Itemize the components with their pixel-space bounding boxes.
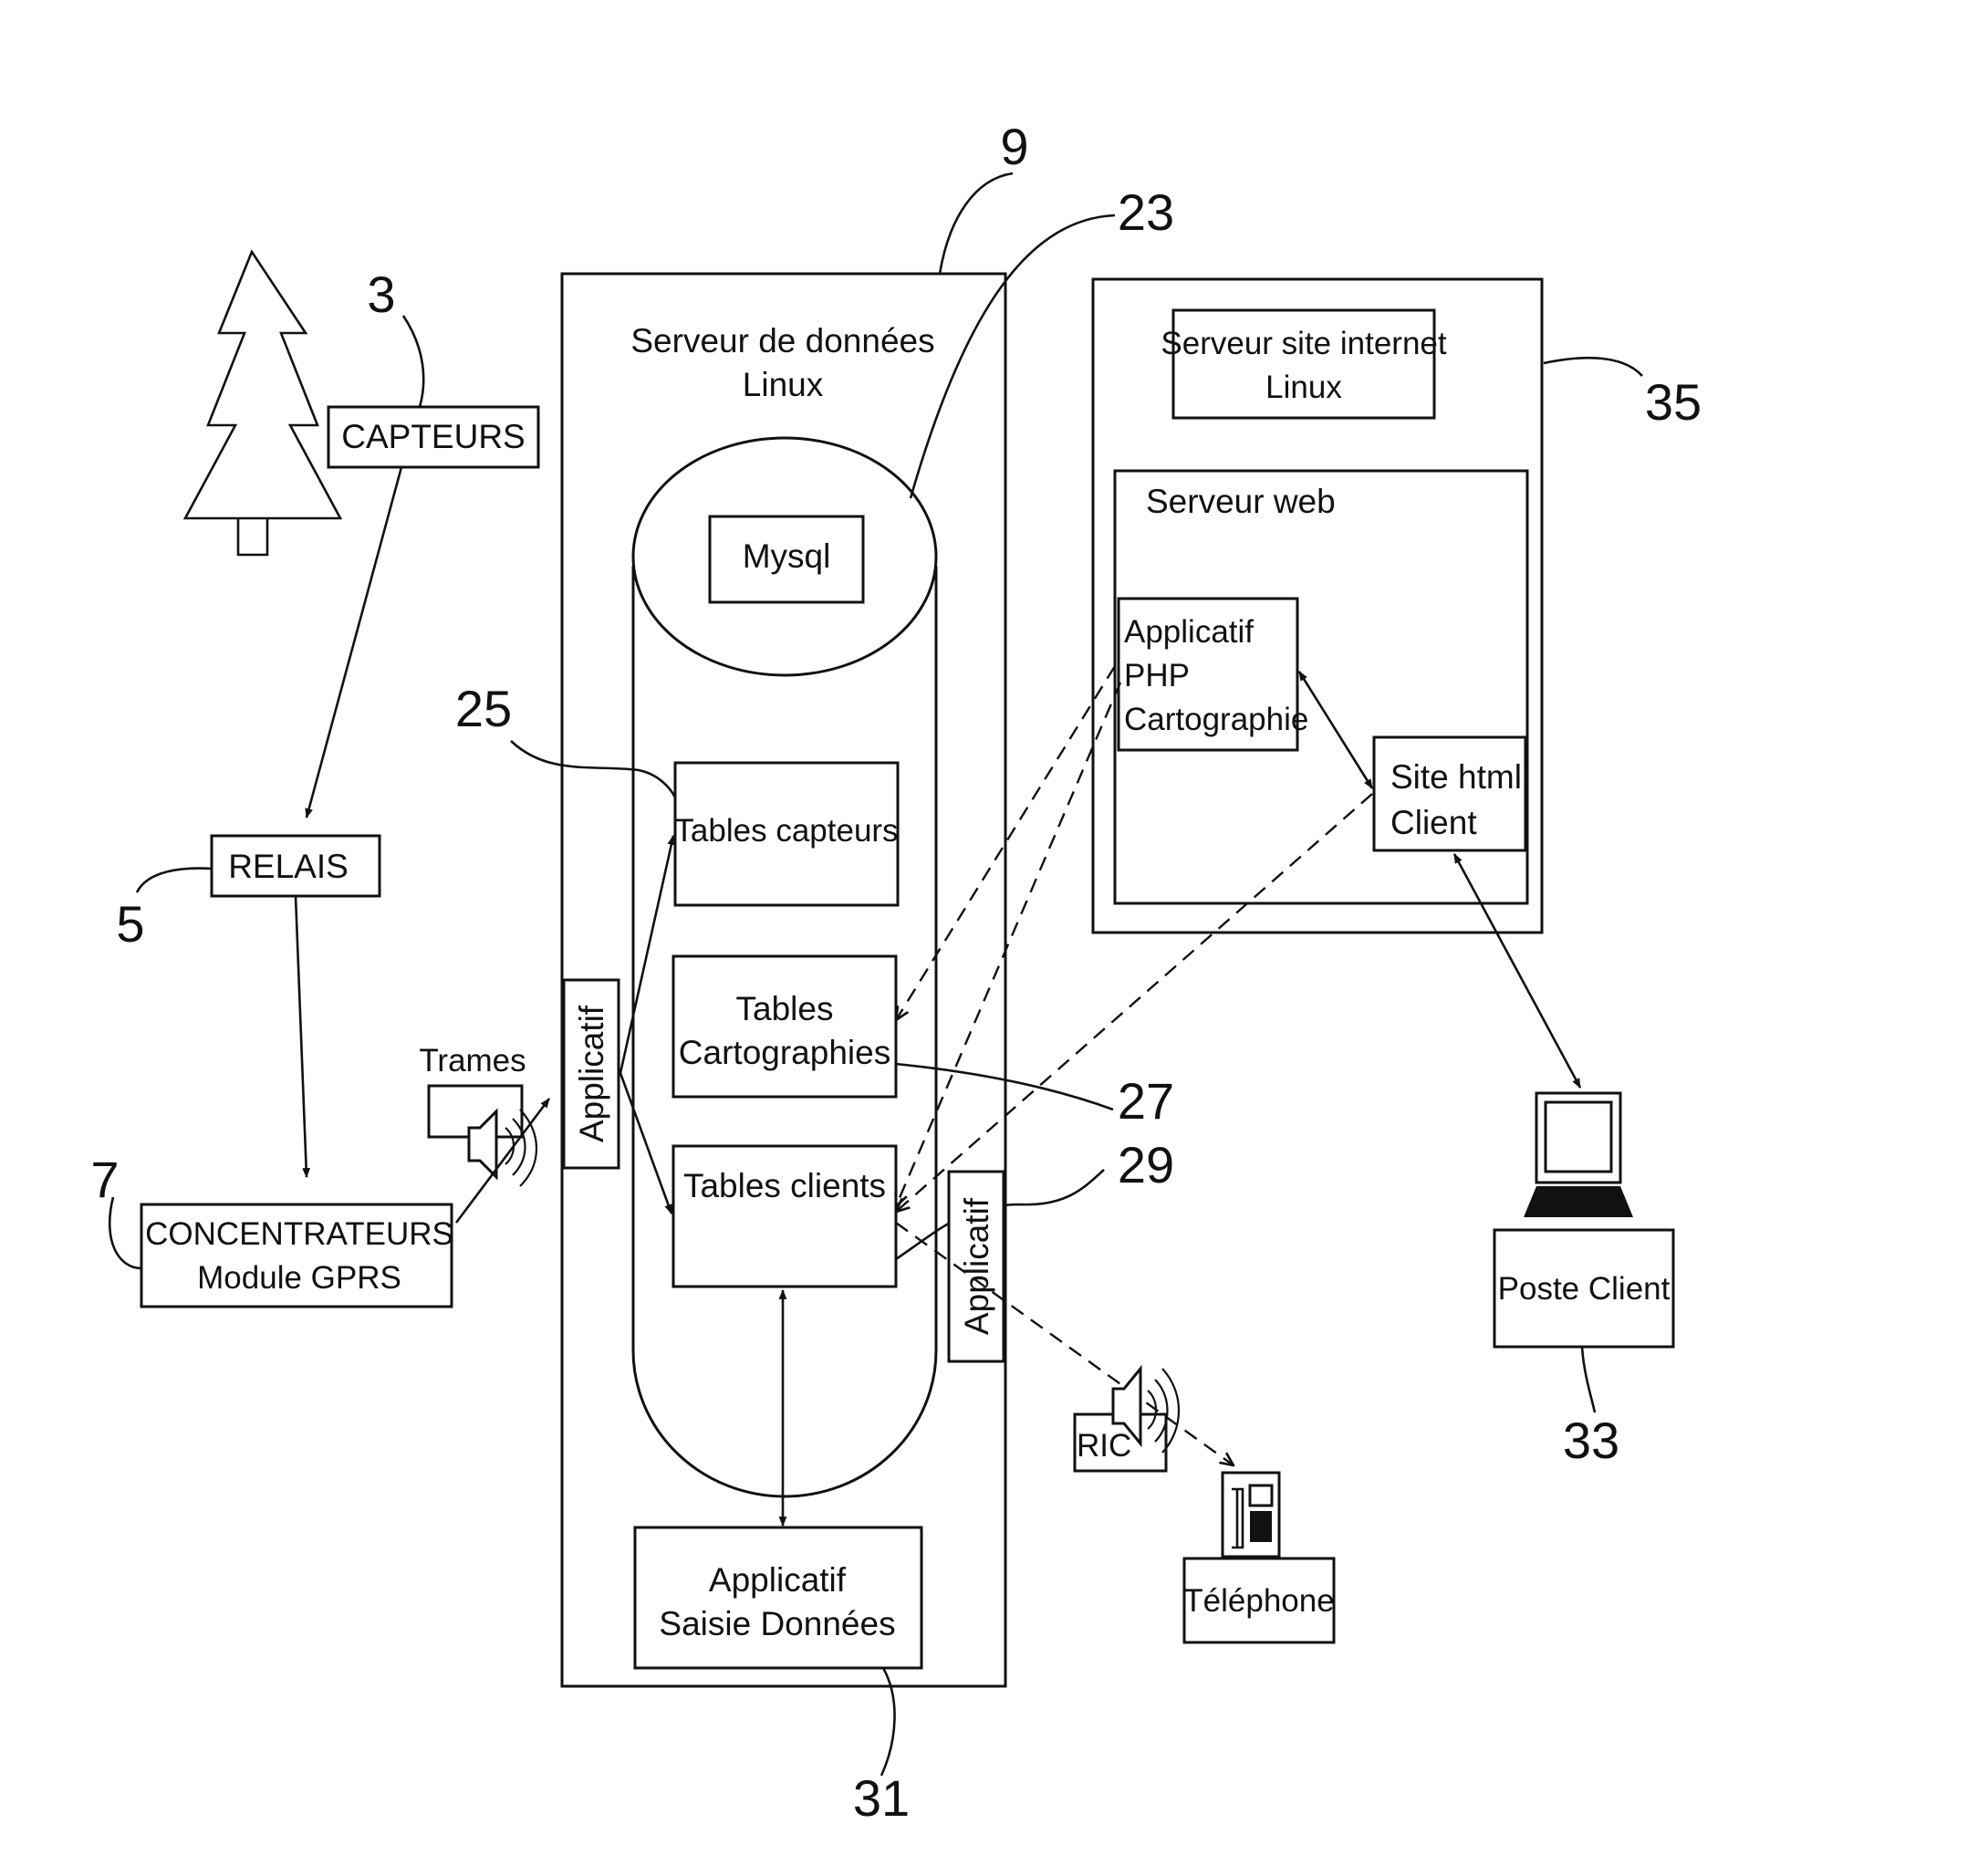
saisie-label-2: Saisie Données (659, 1605, 895, 1642)
ref-3: 3 (367, 266, 395, 323)
php-label-3: Cartographie (1124, 702, 1308, 737)
ref-35: 35 (1645, 373, 1702, 431)
ref-23: 23 (1118, 183, 1174, 241)
telephone-label: Téléphone (1183, 1583, 1334, 1619)
site-html-label-1: Site html (1390, 758, 1522, 796)
relais-label: RELAIS (228, 848, 349, 885)
ref-29: 29 (1118, 1136, 1174, 1193)
capteurs-label: CAPTEURS (341, 418, 525, 455)
concentrateurs-box: CONCENTRATEURS Module GPRS (141, 1204, 453, 1307)
tables-cartographies-box: Tables Cartographies (673, 956, 896, 1097)
applicatif-left-label: Applicatif (573, 1005, 610, 1142)
arrow-applicatif-tables-capteurs (620, 836, 673, 1073)
ref-9: 9 (1000, 118, 1028, 175)
dashed-clients-to-telephone (896, 1223, 1234, 1465)
poste-client-box: Poste Client (1494, 1230, 1673, 1347)
leader-31 (881, 1668, 895, 1776)
arrow-site-html-poste (1454, 854, 1580, 1088)
leader-5 (137, 869, 212, 892)
leader-3 (403, 316, 423, 407)
serveur-site-label-1: Serveur site internet (1161, 326, 1446, 361)
ref-31: 31 (853, 1769, 910, 1827)
leader-33 (1582, 1347, 1595, 1412)
applicatif-right-label: Applicatif (958, 1197, 995, 1335)
concentrateurs-label-1: CONCENTRATEURS (145, 1216, 453, 1252)
tree-icon (185, 252, 340, 555)
applicatif-php-box: Applicatif PHP Cartographie (1119, 599, 1308, 750)
trames-label: Trames (419, 1043, 526, 1079)
applicatif-left-box: Applicatif (564, 980, 619, 1168)
dashed-php-to-clients (896, 683, 1120, 1206)
poste-client-label: Poste Client (1498, 1271, 1671, 1307)
saisie-donnees-box: Applicatif Saisie Données (635, 1527, 921, 1668)
computer-monitor-icon (1524, 1093, 1633, 1217)
arrow-relais-concentrateurs (296, 896, 307, 1177)
leader-9 (940, 173, 1013, 274)
tables-clients-box: Tables clients (673, 1146, 896, 1287)
data-server-title-1: Serveur de données (630, 322, 934, 360)
tables-clients-label: Tables clients (683, 1167, 886, 1204)
site-html-label-2: Client (1390, 804, 1477, 841)
tables-capteurs-box: Tables capteurs (674, 763, 898, 905)
telephone-icon (1223, 1473, 1279, 1557)
php-label-1: Applicatif (1124, 614, 1254, 650)
leader-25 (511, 741, 675, 797)
saisie-label-1: Applicatif (709, 1561, 847, 1599)
leader-23 (911, 215, 1115, 498)
ref-27: 27 (1118, 1072, 1174, 1130)
concentrateurs-label-2: Module GPRS (197, 1260, 401, 1296)
php-label-2: PHP (1124, 658, 1190, 693)
ric-label: RIC (1077, 1428, 1131, 1464)
arrow-php-site-html (1299, 672, 1372, 788)
ref-7: 7 (90, 1151, 119, 1208)
serveur-site-label-2: Linux (1265, 370, 1342, 405)
ref-25: 25 (455, 680, 512, 737)
serveur-web-label: Serveur web (1146, 483, 1336, 520)
arrow-capteurs-relais (307, 467, 401, 818)
capteurs-box: CAPTEURS (328, 407, 538, 467)
relais-box: RELAIS (212, 836, 380, 896)
ref-33: 33 (1563, 1412, 1619, 1469)
tables-capteurs-label: Tables capteurs (674, 813, 898, 849)
tables-carto-label-2: Cartographies (679, 1034, 890, 1071)
arrow-applicatif-tables-clients (620, 1073, 671, 1214)
site-html-client-box: Site html Client (1374, 737, 1525, 850)
leader-35 (1544, 358, 1642, 376)
serveur-site-internet-box: Serveur site internet Linux (1161, 310, 1446, 418)
data-server-title-2: Linux (743, 366, 824, 403)
mysql-label: Mysql (743, 537, 831, 575)
ric-speaker-icon: RIC (1075, 1369, 1179, 1471)
telephone-box: Téléphone (1183, 1558, 1334, 1642)
tables-carto-label-1: Tables (736, 990, 834, 1027)
ref-5: 5 (116, 895, 144, 953)
mysql-box: Mysql (710, 516, 863, 602)
